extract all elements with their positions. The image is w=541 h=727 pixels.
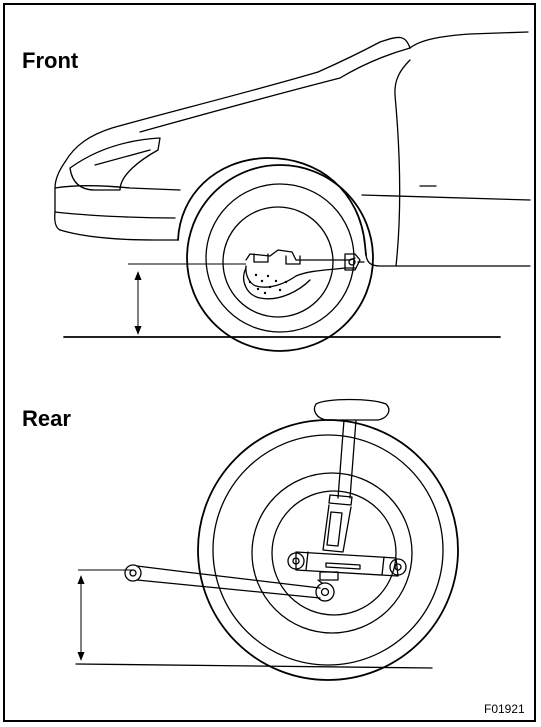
rear-label: Rear — [22, 406, 71, 431]
rear-ground-line — [75, 663, 433, 669]
rear-shock-absorber — [322, 419, 357, 553]
rear-height-arrow — [77, 569, 134, 661]
figure-code: F01921 — [484, 702, 525, 716]
rear-axle-carrier — [287, 551, 407, 581]
front-lower-arm — [128, 249, 365, 300]
rear-wheel — [197, 419, 459, 681]
rear-body-mount — [313, 398, 390, 421]
front-car-body — [54, 31, 531, 267]
front-label: Front — [22, 48, 79, 73]
